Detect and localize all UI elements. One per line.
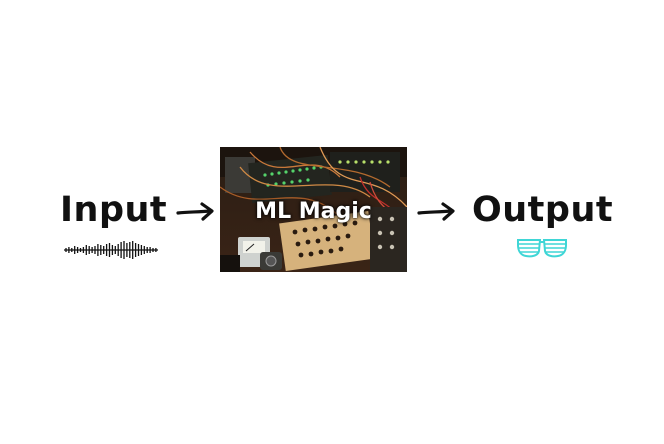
- audio-waveform-icon: [64, 241, 158, 259]
- right-arrow-icon: [417, 202, 455, 221]
- right-arrow-icon: [176, 202, 214, 221]
- shutter-shades-icon: [517, 239, 567, 258]
- process-label: ML Magic: [255, 199, 372, 224]
- input-label: Input: [60, 190, 168, 230]
- modular-synthesizer-photo: ML Magic: [220, 147, 407, 272]
- output-label: Output: [472, 190, 614, 230]
